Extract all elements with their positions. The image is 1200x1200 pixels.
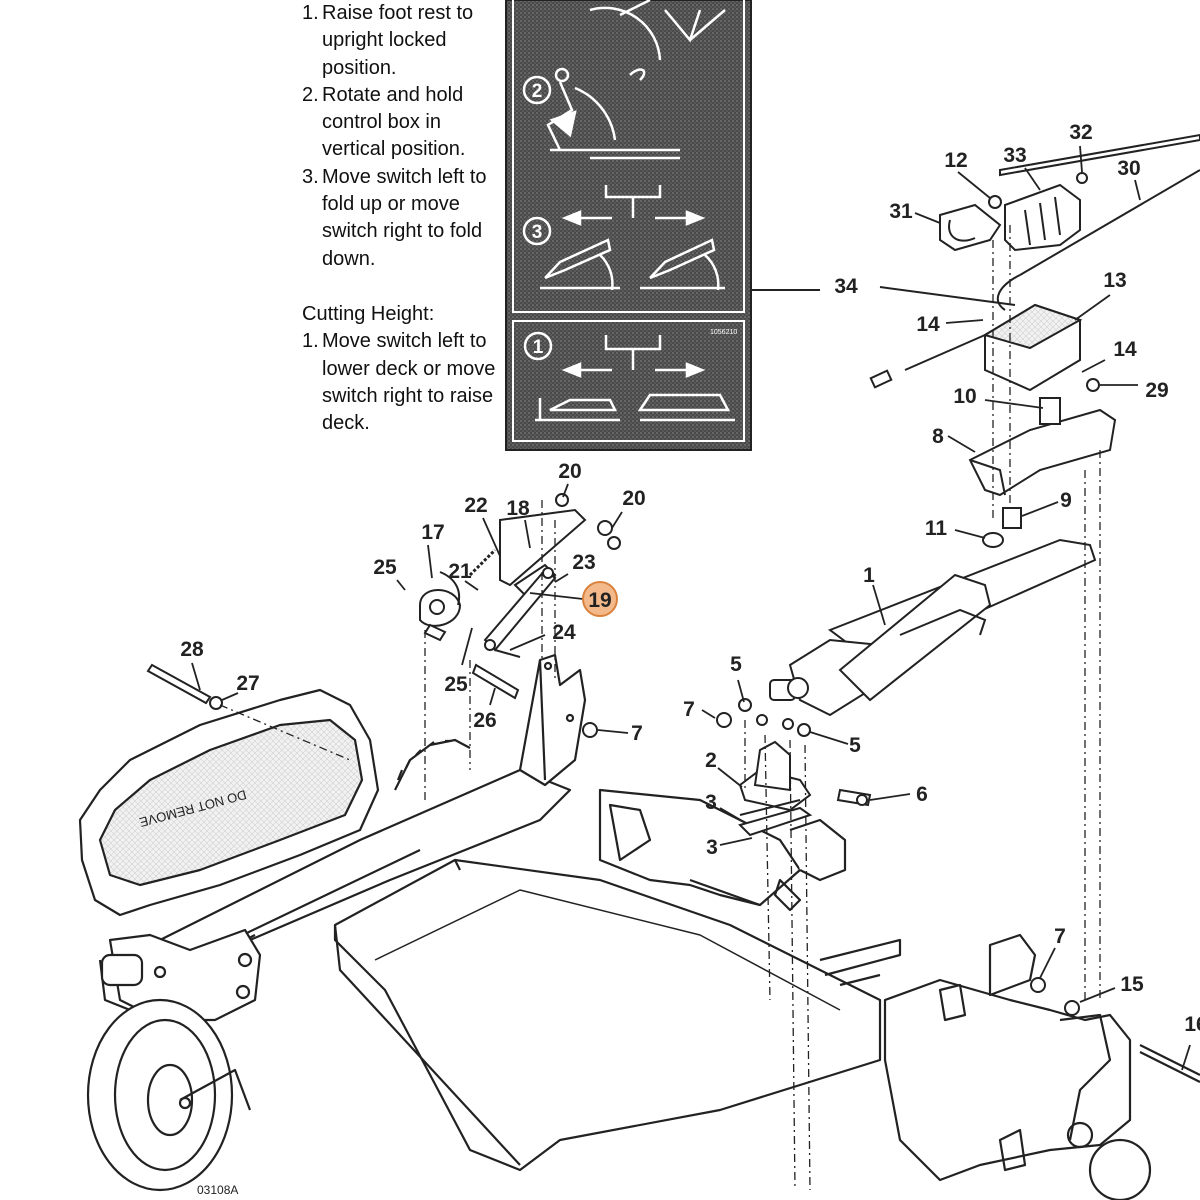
callout-5b: 5 — [849, 734, 861, 757]
callout-21: 21 — [448, 560, 472, 583]
callout-31: 31 — [889, 200, 913, 223]
decal-cut-step-pictogram: 1 1056210 — [523, 329, 737, 422]
callout-7a: 7 — [683, 698, 695, 721]
hardware — [716, 172, 1100, 1016]
svg-text:1: 1 — [533, 337, 544, 358]
fold-step-1: 1.Raise foot rest to upright locked posi… — [302, 2, 474, 79]
callout-labels: 1 2 3 3 5 5 6 7 7 7 7 8 9 10 11 12 13 14… — [180, 121, 1200, 1036]
callout-14b: 14 — [1113, 338, 1137, 361]
cut-step-1: 1.Move switch left to lower deck or move… — [302, 330, 496, 435]
callout-2: 2 — [705, 749, 717, 772]
callout-19[interactable]: 19 — [588, 589, 611, 612]
mount-bracket — [738, 740, 872, 837]
callout-19-highlight[interactable] — [582, 581, 618, 617]
callout-7b: 7 — [631, 722, 643, 745]
svg-text:3: 3 — [532, 222, 543, 243]
callout-11: 11 — [925, 517, 948, 540]
callout-10: 10 — [953, 385, 976, 408]
figure-code: 03108A — [197, 1183, 239, 1197]
cutting-height-instructions: Cutting Height: 1.Move switch left to lo… — [302, 301, 507, 437]
callout-20a: 20 — [558, 460, 581, 483]
deck-assembly: DO NOT REMOVE — [78, 653, 1200, 1200]
callout-8: 8 — [932, 425, 944, 448]
decal-fold-step-3-pictogram: 3 — [522, 185, 725, 291]
callout-6: 6 — [916, 783, 928, 806]
decal-fold-step-1-pictogram — [589, 0, 726, 81]
cutting-height-heading: Cutting Height: — [302, 303, 435, 325]
callout-24: 24 — [552, 621, 576, 644]
callout-33: 33 — [1003, 144, 1026, 167]
alignment-lines — [219, 225, 1101, 1191]
callout-12: 12 — [944, 149, 967, 172]
actuator-assembly — [769, 538, 1097, 717]
callout-3a: 3 — [705, 791, 717, 814]
callout-29: 29 — [1145, 379, 1168, 402]
callout-20b: 20 — [622, 487, 645, 510]
callout-7c: 7 — [1054, 925, 1066, 948]
callout-14a: 14 — [916, 313, 940, 336]
svg-text:2: 2 — [532, 81, 543, 102]
callout-28: 28 — [180, 638, 204, 661]
callout-26: 26 — [473, 709, 496, 732]
fold-step-2: 2.Rotate and hold control box in vertica… — [302, 83, 466, 161]
callout-15: 15 — [1120, 973, 1144, 996]
callout-13: 13 — [1103, 269, 1126, 292]
fold-step-3: 3.Move switch left to fold up or move sw… — [302, 165, 487, 270]
control-box-assembly — [869, 133, 1200, 548]
callout-32: 32 — [1069, 121, 1092, 144]
leader-lines — [191, 145, 1191, 1071]
callout-5a: 5 — [730, 653, 742, 676]
decal-panel: 2 3 — [505, 0, 752, 451]
callout-30: 30 — [1117, 157, 1140, 180]
callout-34: 34 — [834, 275, 858, 298]
decal-fold-step-2-pictogram: 2 — [522, 67, 680, 160]
callout-17: 17 — [421, 521, 444, 544]
callout-3b: 3 — [706, 836, 718, 859]
callout-27: 27 — [236, 672, 259, 695]
leader-34 — [752, 286, 1016, 306]
callout-16: 16 — [1184, 1013, 1200, 1036]
decal-part-code: 1056210 — [710, 329, 737, 336]
callout-22: 22 — [464, 494, 487, 517]
callout-23: 23 — [572, 551, 595, 574]
callout-18: 18 — [506, 497, 530, 520]
callout-9: 9 — [1060, 489, 1072, 512]
fold-instructions: 1.Raise foot rest to upright locked posi… — [302, 0, 507, 273]
callout-25b: 25 — [444, 673, 468, 696]
linkage-parts — [146, 493, 621, 738]
callout-1: 1 — [863, 564, 875, 587]
callout-25a: 25 — [373, 556, 397, 579]
